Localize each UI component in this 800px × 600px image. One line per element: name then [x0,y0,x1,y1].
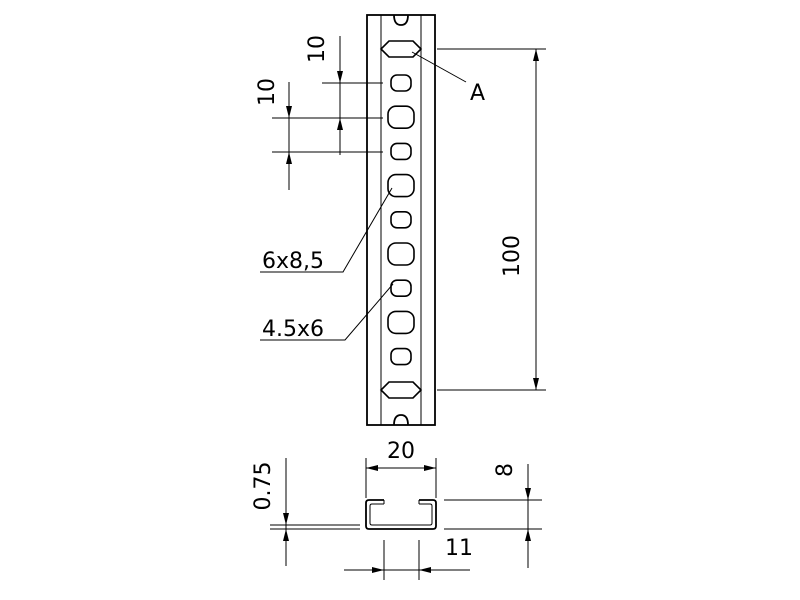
small-slot [390,74,412,92]
rail-outline [366,14,436,426]
cross-section-view [365,499,437,530]
small-slot-callout: 4.5x6 [260,283,394,342]
large-slot-label: 6x8,5 [262,249,324,274]
top-pitch-label: 10 [305,35,330,63]
small-slot [390,347,412,366]
width-label: 20 [387,439,415,464]
top-notch [393,14,409,26]
small-slot-label: 4.5x6 [262,317,324,342]
profile-outer [365,499,437,530]
large-slot [387,310,415,335]
slot-row [387,74,415,366]
thickness-label: 0.75 [251,462,276,511]
side-pitch-label: 10 [255,78,280,106]
large-slot [387,242,415,266]
large-slot [387,105,415,129]
height-dimension: 8 [444,463,542,568]
width-dimension: 20 [365,439,437,498]
small-slot [390,279,412,298]
length-label: 100 [500,235,525,277]
profile-inner [369,503,433,526]
detail-a-label: A [470,81,485,106]
large-slot-callout: 6x8,5 [260,187,393,274]
rail-elevation-view [366,14,436,426]
small-slot [390,211,412,229]
bottom-hex-slot [379,381,423,399]
small-slot [390,142,412,161]
opening-label: 11 [445,536,473,561]
large-slot [387,173,415,198]
bottom-notch [393,414,409,426]
detail-a-callout: A [411,51,485,106]
height-label: 8 [493,463,518,477]
thickness-dimension: 0.75 [251,458,360,566]
side-pitch-dimension: 10 [255,78,383,190]
top-hex-slot [379,40,423,58]
length-dimension: 100 [437,48,546,391]
top-pitch-dimension: 10 [305,35,383,155]
opening-dimension: 11 [344,536,473,580]
